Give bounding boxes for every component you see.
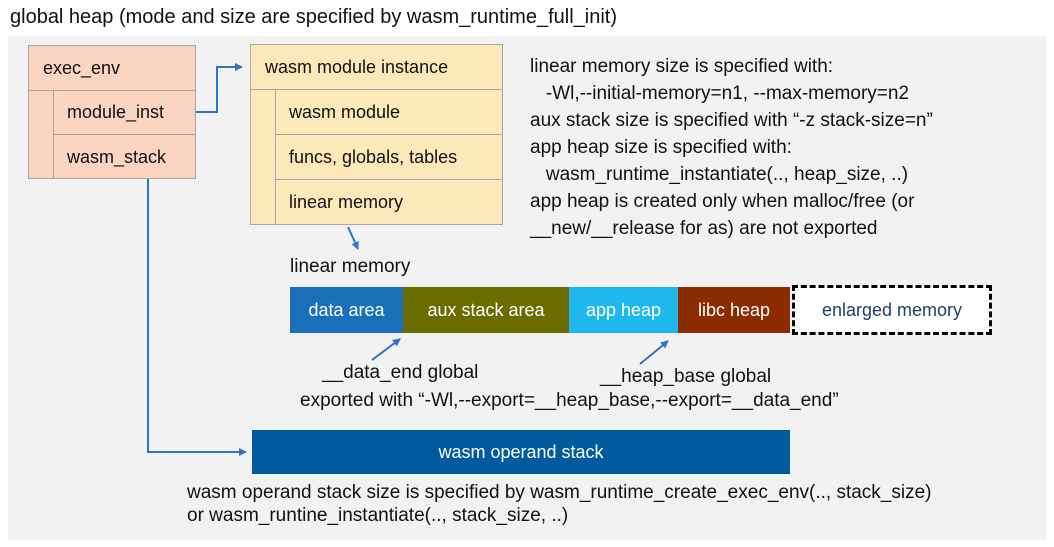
exec-env-header: exec_env — [29, 46, 195, 91]
exec-env-box: exec_env module_inst wasm_stack — [28, 45, 196, 179]
module-instance-cell-wasm-module: wasm module — [276, 90, 502, 135]
segment-enlarged-memory: enlarged memory — [792, 285, 992, 335]
exec-env-cell-module-inst: module_inst — [54, 91, 195, 135]
exec-env-cell-wasm-stack: wasm_stack — [67, 146, 167, 167]
diagram-title: global heap (mode and size are specified… — [10, 6, 617, 28]
module-instance-indent-spacer — [251, 90, 276, 225]
linear-memory-notes: linear memory size is specified with: -W… — [530, 56, 933, 239]
exec-env-body: module_inst wasm_stack — [29, 91, 195, 179]
export-note: exported with “-Wl,--export=__heap_base,… — [300, 390, 839, 411]
heap-base-global-annotation: __heap_base global — [600, 366, 772, 387]
segment-libc-heap: libc heap — [678, 287, 790, 333]
segment-data-area: data area — [290, 287, 403, 333]
module-instance-header: wasm module instance — [251, 45, 502, 90]
wasm-module-instance-box: wasm module instance wasm module funcs, … — [250, 44, 503, 225]
segment-aux-stack-area: aux stack area — [403, 287, 569, 333]
operand-stack-note: wasm operand stack size is specified by … — [187, 482, 932, 526]
data-end-global-annotation: __data_end global — [322, 362, 479, 383]
wasm-operand-stack-bar: wasm operand stack — [252, 430, 790, 474]
segment-app-heap: app heap — [569, 287, 678, 333]
module-instance-cell-funcs-globals-tables: funcs, globals, tables — [276, 135, 502, 180]
module-instance-cell-linear-memory: linear memory — [289, 192, 404, 212]
linear-memory-label: linear memory — [290, 256, 411, 277]
exec-env-indent-spacer — [29, 91, 54, 179]
module-instance-body: wasm module funcs, globals, tables linea… — [251, 90, 502, 225]
